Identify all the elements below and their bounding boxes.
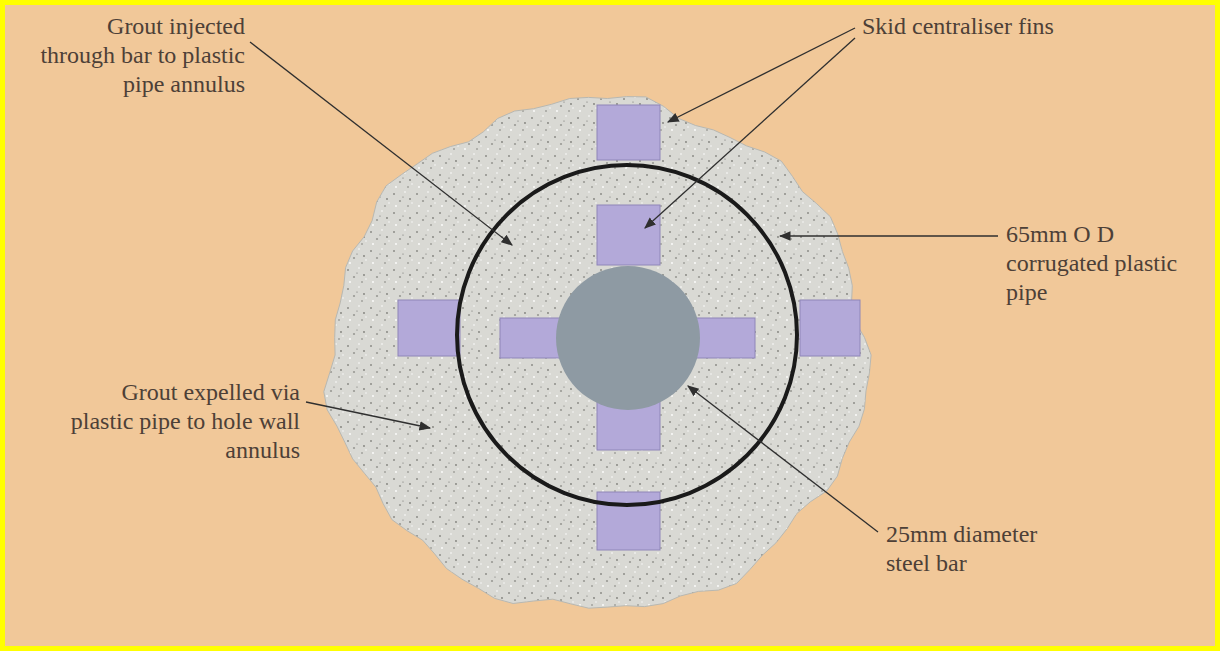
callout-label: 65mm O D corrugated plastic pipe — [1006, 220, 1181, 307]
leader-lines — [250, 28, 998, 532]
callout-label: Grout injected through bar to plastic pi… — [30, 12, 245, 99]
steel-bar — [556, 266, 700, 410]
centraliser-fins — [398, 105, 860, 550]
callout-label: Grout expelled via plastic pipe to hole … — [60, 378, 300, 465]
grout-body — [324, 97, 871, 609]
plastic-pipe — [457, 165, 797, 505]
callout-label: 25mm diameter steel bar — [886, 520, 1086, 578]
callout-label: Skid centraliser fins — [862, 12, 1192, 41]
